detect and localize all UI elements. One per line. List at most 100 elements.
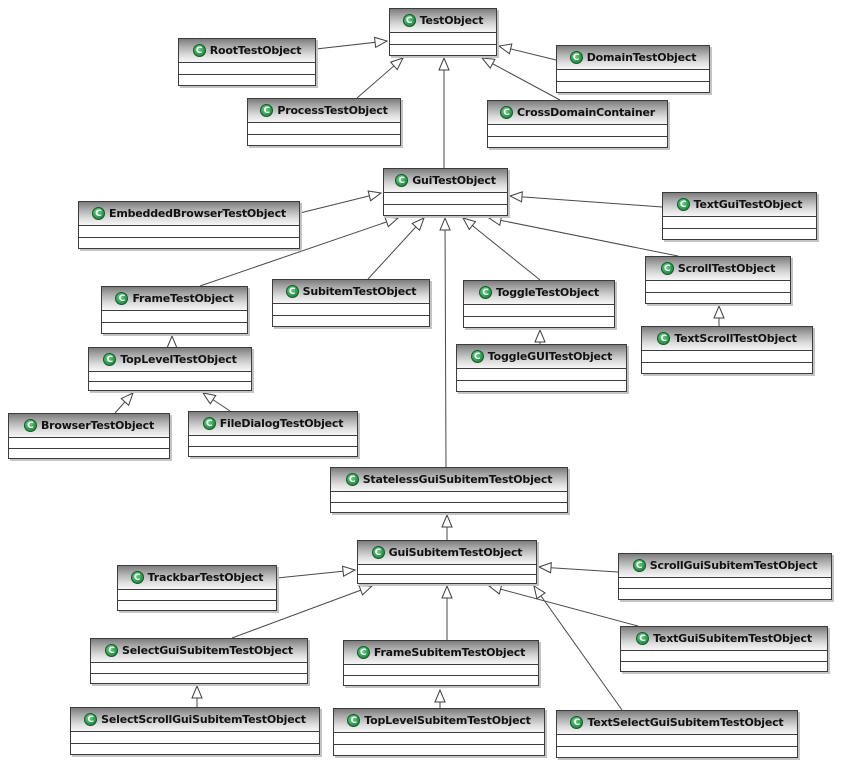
inheritance-edge-EmbeddedBrowserTestObject-to-GuiTestObject — [299, 190, 383, 214]
inheritance-edge-TextGuiTestObject-to-GuiTestObject — [508, 191, 663, 208]
class-attributes-compartment — [79, 226, 299, 237]
inheritance-edge-ScrollGuiSubitemTestObject-to-GuiSubitemTestObject — [537, 562, 619, 574]
class-icon: C — [92, 207, 106, 220]
class-name: BrowserTestObject — [40, 419, 155, 432]
class-attributes-compartment — [334, 733, 544, 744]
class-methods-compartment — [179, 74, 315, 85]
class-attributes-compartment — [9, 438, 169, 448]
class-name: SubitemTestObject — [302, 285, 417, 298]
class-name: FrameSubitemTestObject — [373, 646, 526, 659]
class-name: TextSelectGuiSubitemTestObject — [587, 716, 784, 729]
class-name: TextGuiTestObject — [693, 198, 803, 211]
class-icon: C — [676, 198, 690, 211]
class-attributes-compartment — [390, 33, 496, 44]
class-attributes-compartment — [331, 492, 567, 502]
class-attributes-compartment — [179, 63, 315, 74]
inheritance-edge-FileDialogTestObject-to-TopLevelTestObject — [201, 392, 231, 412]
class-methods-compartment — [118, 600, 276, 610]
inheritance-edge-StatelessGuiSubitemTestObject-to-GuiTestObject — [439, 216, 451, 468]
class-name: ToggleGUITestObject — [487, 350, 613, 363]
class-methods-compartment — [89, 381, 251, 390]
class-icon: C — [202, 417, 216, 430]
class-attributes-compartment — [642, 351, 812, 362]
class-attributes-compartment — [102, 311, 247, 322]
class-name: SelectScrollGuiSubitemTestObject — [101, 713, 306, 726]
class-icon: C — [23, 419, 37, 432]
class-name: GuiTestObject — [412, 174, 496, 187]
class-name: SelectGuiSubitemTestObject — [122, 644, 293, 657]
class-icon: C — [371, 546, 385, 559]
inheritance-edge-CrossDomainContainer-to-TestObject — [480, 57, 561, 101]
class-name: EmbeddedBrowserTestObject — [109, 207, 286, 220]
inheritance-edge-BrowserTestObject-to-TopLevelTestObject — [114, 392, 134, 414]
class-methods-compartment — [390, 44, 496, 55]
class-icon: C — [636, 632, 650, 645]
class-attributes-compartment — [663, 217, 816, 228]
class-icon: C — [130, 571, 144, 584]
inheritance-edge-RootTestObject-to-TestObject — [315, 36, 389, 50]
class-methods-compartment — [71, 743, 319, 754]
class-attributes-compartment — [464, 305, 614, 316]
class-methods-compartment — [91, 673, 307, 683]
class-name: ProcessTestObject — [277, 104, 388, 117]
class-name: FileDialogTestObject — [219, 417, 344, 430]
class-methods-compartment — [331, 502, 567, 512]
class-attributes-compartment — [91, 663, 307, 673]
inheritance-edge-SubitemTestObject-to-GuiTestObject — [367, 217, 425, 280]
class-attributes-compartment — [189, 436, 357, 446]
class-icon: C — [402, 14, 416, 27]
class-methods-compartment — [457, 380, 626, 391]
class-name: RootTestObject — [209, 44, 302, 57]
class-methods-compartment — [273, 315, 429, 326]
class-methods-compartment — [557, 746, 797, 757]
class-name: ScrollGuiSubitemTestObject — [649, 559, 818, 572]
class-attributes-compartment — [344, 665, 538, 675]
inheritance-edge-TrackbarTestObject-to-GuiSubitemTestObject — [276, 565, 357, 579]
class-attributes-compartment — [621, 651, 827, 661]
class-name: TextGuiSubitemTestObject — [653, 632, 812, 645]
class-icon: C — [657, 332, 671, 345]
